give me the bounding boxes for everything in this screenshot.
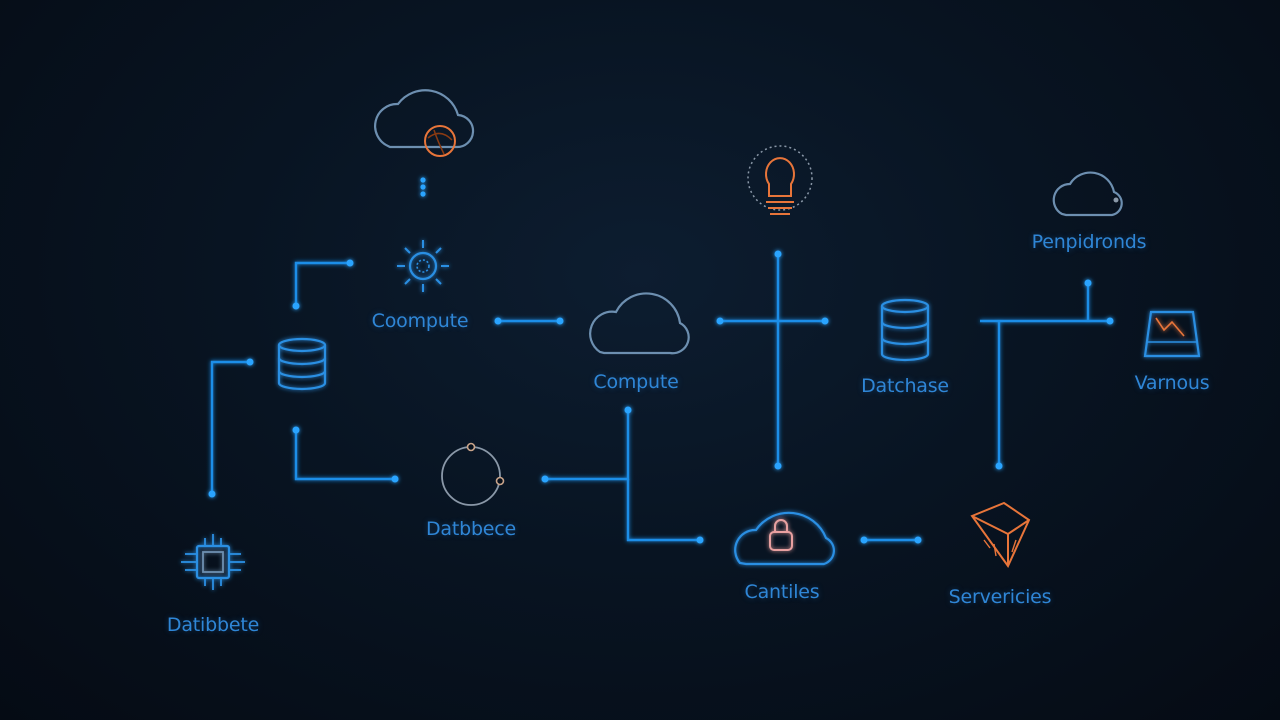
compute-gear-icon xyxy=(397,240,449,292)
database-right-icon xyxy=(880,298,930,362)
label-compute-mid: Compute xyxy=(593,371,679,393)
label-peripherals: Penpidronds xyxy=(1031,231,1147,253)
label-database-bottom-left: Datibbete xyxy=(166,614,260,636)
ring-node-icon xyxy=(441,442,505,506)
label-various: Varnous xyxy=(1134,372,1210,394)
lightbulb-icon xyxy=(747,145,813,215)
connector-database-lower xyxy=(294,430,395,481)
cloud-globe-icon xyxy=(374,89,475,157)
connector-database-chip xyxy=(210,360,250,494)
connector-lower-up xyxy=(545,410,630,481)
cube-icon xyxy=(970,501,1031,568)
label-compute-top: Coompute xyxy=(371,310,469,332)
connector-gear-database xyxy=(294,261,350,306)
label-cantiles: Cantiles xyxy=(744,581,820,603)
label-database-right: Datchase xyxy=(861,375,949,397)
connector-cloud-gear xyxy=(420,177,426,197)
label-services: Servericies xyxy=(948,586,1052,608)
monitor-icon xyxy=(1143,310,1201,358)
label-database-lower: Datbbece xyxy=(425,518,517,540)
database-left-icon xyxy=(277,337,327,391)
chip-icon xyxy=(181,534,245,590)
small-cloud-icon xyxy=(1052,171,1123,217)
connector-lower-cantiles xyxy=(626,479,700,542)
lock-cloud-icon xyxy=(734,511,836,566)
connectors xyxy=(208,177,1114,544)
cloud-icon xyxy=(589,292,690,355)
